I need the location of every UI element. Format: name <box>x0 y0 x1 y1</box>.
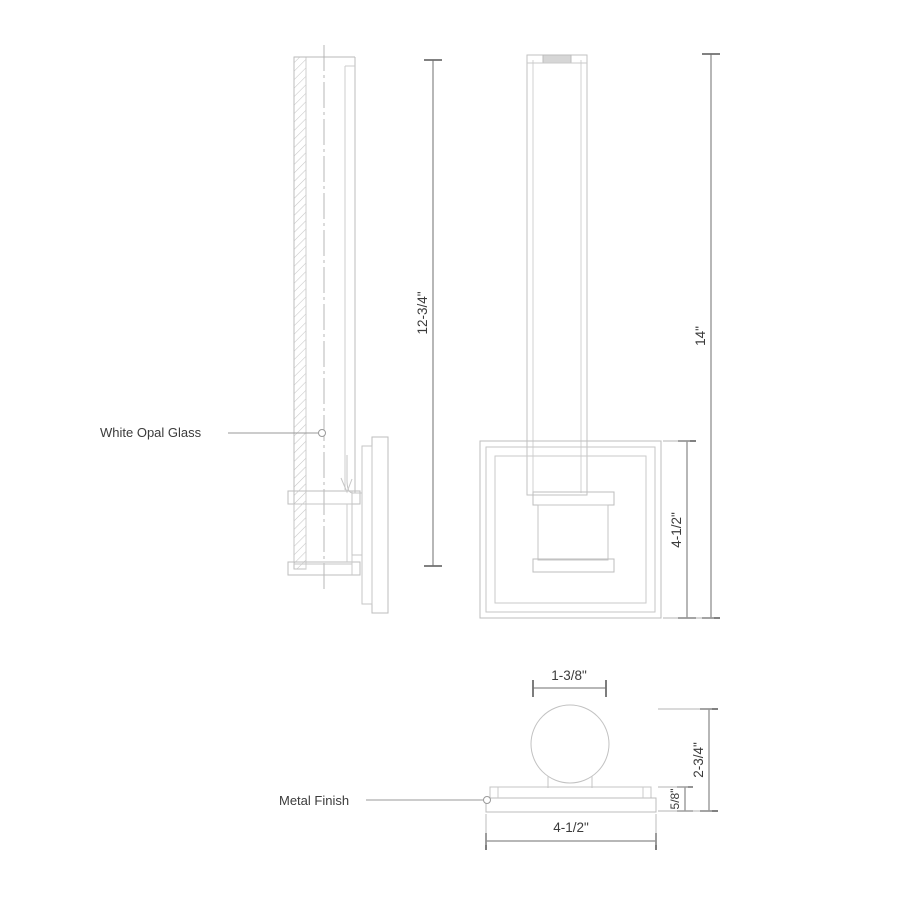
dimension-label-backplate-thickness: 5/8" <box>668 789 682 810</box>
top-view <box>485 704 657 813</box>
glass-hatch-section <box>293 56 307 570</box>
dimension-label-height-overall: 14" <box>693 326 708 346</box>
dimension-label-height-glass: 12-3/4" <box>415 291 430 334</box>
front-view <box>479 54 662 619</box>
mount-bottom-collar <box>287 561 361 576</box>
mount-bottom-collar-front <box>532 558 615 573</box>
dimension-height-glass <box>424 59 442 567</box>
backplate-boss <box>351 492 363 556</box>
callout-label-metal-finish: Metal Finish <box>279 793 349 808</box>
dimension-label-backplate-height: 4-1/2" <box>669 512 684 548</box>
backplate-profile-inner <box>361 445 373 605</box>
wire-detail <box>346 455 353 494</box>
dimension-label-glass-diameter: 1-3/8" <box>551 668 587 683</box>
leader-dot-metal-finish <box>483 796 491 804</box>
backplate-bottom-band <box>485 797 657 813</box>
backplate-outer <box>479 440 662 619</box>
mount-body-front <box>537 504 609 561</box>
backplate-profile-outer <box>371 436 389 614</box>
glass-top-cap <box>542 54 572 64</box>
dimension-label-projection: 2-3/4" <box>691 742 706 778</box>
backplate-top-band <box>489 786 652 799</box>
leader-dot-white-opal-glass <box>318 429 326 437</box>
dimension-lines <box>424 53 720 850</box>
mount-top-collar-front <box>532 491 615 506</box>
backplate-mid <box>485 446 656 613</box>
dimension-glass-diameter <box>532 680 607 697</box>
dimension-backplate-width <box>485 833 657 850</box>
side-view <box>287 45 389 614</box>
backplate-inner <box>494 455 647 604</box>
glass-circle-top <box>530 704 610 784</box>
callout-label-white-opal-glass: White Opal Glass <box>100 425 202 440</box>
dimension-label-backplate-width: 4-1/2" <box>553 820 589 835</box>
glass-tube-front <box>526 54 588 496</box>
callouts <box>228 429 491 804</box>
